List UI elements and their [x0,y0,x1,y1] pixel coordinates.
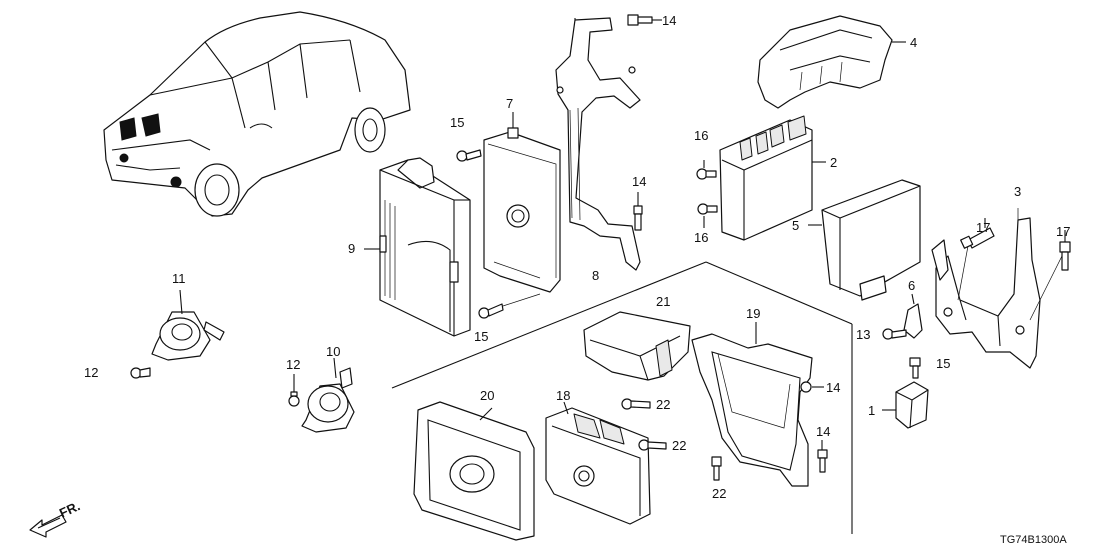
bolt-22-upper [621,398,651,410]
bolt-14-middle [633,192,643,231]
callout-12-left: 12 [84,365,98,380]
bolt-17-right [1059,230,1071,271]
callout-20: 20 [480,388,494,403]
part-10-horn [301,357,355,433]
part-18-ecu [545,401,651,525]
callout-18: 18 [556,388,570,403]
callout-22-upper: 22 [656,397,670,412]
part-9-control-unit [364,157,471,337]
bolt-14-inset-upper [800,381,824,393]
part-21-cover [583,311,691,381]
bolt-12-middle [288,374,300,407]
bolt-12-left [130,367,151,379]
callout-10: 10 [326,344,340,359]
bolt-15-lower [478,293,541,319]
bolt-16-upper [696,160,717,180]
part-6-clip [903,293,923,339]
callout-3: 3 [1014,184,1021,199]
front-direction-label: FR. [57,498,82,520]
callout-17-right: 17 [1056,224,1070,239]
callout-9: 9 [348,241,355,256]
part-11-horn [151,289,225,361]
callout-19: 19 [746,306,760,321]
front-direction-arrow-icon [29,514,67,538]
part-1-sensor [882,381,929,429]
callout-12-middle: 12 [286,357,300,372]
callout-14-top: 14 [662,13,676,28]
callout-14-middle: 14 [632,174,646,189]
bolt-13 [882,328,907,340]
part-2-control-unit [719,115,826,241]
callout-21: 21 [656,294,670,309]
part-3-mounting-bracket [931,208,1065,369]
callout-7: 7 [506,96,513,111]
callout-22-middle: 22 [672,438,686,453]
callout-15-upper: 15 [450,115,464,130]
part-7-ecu [483,112,561,293]
bolt-15-right [909,357,921,379]
bolt-22-middle [638,439,667,451]
part-5-bracket-unit [808,179,921,301]
callout-8: 8 [592,268,599,283]
diagram-code: TG74B1300A [1000,534,1067,546]
bolt-22-lower [711,456,722,481]
part-19-bracket [691,322,813,487]
callout-15-right: 15 [936,356,950,371]
bolt-15-upper [456,149,482,162]
callout-17-left: 17 [976,220,990,235]
callout-5: 5 [792,218,799,233]
callout-13: 13 [856,327,870,342]
callout-14-inset-upper: 14 [826,380,840,395]
part-4-module-cover [757,15,906,109]
callout-4: 4 [910,35,917,50]
inset-box [391,261,853,534]
callout-1: 1 [868,403,875,418]
vehicle-icon [103,11,411,217]
bolt-17-left [960,218,995,249]
callout-15-lower: 15 [474,329,488,344]
callout-16-lower: 16 [694,230,708,245]
callout-16-upper: 16 [694,128,708,143]
callout-2: 2 [830,155,837,170]
bolt-16-lower [697,203,718,228]
bolt-14-inset-lower [817,440,828,473]
part-8-wire-bracket [555,17,641,271]
part-20-ecu-base [413,401,535,541]
callout-11: 11 [172,271,186,286]
callout-6: 6 [908,278,915,293]
callout-22-lower: 22 [712,486,726,501]
bolt-14-top [627,14,662,26]
callout-14-inset-lower: 14 [816,424,830,439]
